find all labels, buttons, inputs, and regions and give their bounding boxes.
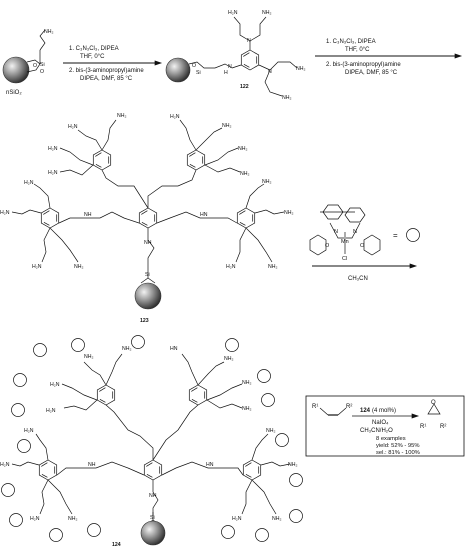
compound-124-catalyst: NH₂ NH₂ H₂N H₂N HN NH₂ NH₂ NH₂ H₂N H₂N H…	[0, 335, 303, 548]
step1-condition-line: DIPEA, DMF, 85 °C	[80, 76, 133, 82]
oxygen-label: O	[431, 400, 436, 406]
amine-label: H₂N	[226, 264, 236, 270]
amine-label: NH₂	[44, 29, 54, 35]
catalyst-loading: (4 mol%)	[372, 408, 396, 414]
amine-label: HN	[170, 346, 178, 352]
amine-label: NH₂	[266, 428, 276, 434]
amine-label: NH₂	[240, 171, 250, 177]
compound-122: O Si H N N N H₂N NH₂ NH₂ NH₂ 122	[165, 10, 306, 101]
amine-label: NH	[149, 493, 157, 499]
nitrogen-label: N	[228, 64, 232, 70]
selectivity-range: sel.: 81% - 100%	[376, 450, 420, 456]
amine-label: NH₂	[117, 113, 127, 119]
r2-label: R²	[440, 424, 446, 430]
amine-label: NH	[88, 462, 96, 468]
amine-label: H₂N	[68, 124, 78, 130]
compound-number-123: 123	[140, 318, 149, 324]
nitrogen-label: N	[247, 38, 251, 44]
amine-label: NH	[84, 212, 92, 218]
step1-condition-line: THF, 0°C	[80, 54, 105, 60]
amine-label: H₂N	[30, 516, 40, 522]
silicon-label: Si	[40, 62, 45, 68]
step1-reagent-line: 1. C₃N₃Cl₃, DIPEA	[69, 46, 119, 52]
step1-reagent-line: 2. bis-(3-aminopropyl)amine	[69, 68, 144, 74]
step2-reagent-line: 1. C₃N₃Cl₃, DIPEA	[326, 39, 376, 45]
silicon-label: Si	[150, 515, 155, 521]
step2-condition-line: THF, 0°C	[345, 47, 370, 53]
oxygen-label: O	[33, 63, 37, 69]
equals-sign: =	[393, 231, 398, 240]
oxygen-label: O	[40, 69, 44, 75]
hydrogen-label: H	[224, 70, 228, 76]
step3-arrow: Mn O O N N Cl = CH₃CN	[309, 204, 420, 282]
amine-label: H₂N	[232, 516, 242, 522]
amine-label: NH₂	[224, 356, 234, 362]
amine-label: NH₂	[222, 123, 232, 129]
amine-label: H₂N	[24, 428, 34, 434]
amine-label: NH₂	[284, 210, 294, 216]
compound-number-124: 124	[112, 542, 121, 548]
oxygen-label: O	[325, 243, 330, 249]
solvent-label: CH₃CN/H₂O	[360, 428, 393, 434]
step3-solvent: CH₃CN	[348, 276, 368, 282]
amine-label: NH₂	[262, 10, 272, 16]
amine-label: NH₂	[238, 146, 248, 152]
amine-label: NH₂	[242, 380, 252, 386]
nitrogen-label: N	[353, 229, 357, 235]
amine-label: NH₂	[288, 462, 298, 468]
amine-label: H₂N	[50, 382, 60, 388]
amine-label: H₂N	[32, 264, 42, 270]
r1-label: R¹	[312, 404, 318, 410]
amine-label: H₂N	[228, 10, 238, 16]
step2-reagent-line: 2. bis-(3-aminopropyl)amine	[326, 62, 401, 68]
silica-nanoparticle-start: O O Si NH₂ nSiO₂	[2, 29, 54, 96]
silicon-label: Si	[145, 272, 150, 278]
nitrogen-label: N	[268, 69, 272, 75]
examples-count: 8 examples	[376, 436, 406, 442]
amine-label: NH₂	[242, 406, 252, 412]
yield-range: yield: 52% - 95%	[376, 443, 420, 449]
mn-salen-structure: Mn O O N N Cl	[309, 204, 381, 262]
amine-label: H₂N	[0, 462, 10, 468]
amine-label: NH₂	[268, 264, 278, 270]
catalyst-number: 124	[360, 408, 371, 414]
amine-label: H₂N	[170, 114, 180, 120]
step2-arrow: 1. C₃N₃Cl₃, DIPEA THF, 0°C 2. bis-(3-ami…	[315, 39, 463, 76]
oxygen-label: O	[192, 63, 196, 69]
amine-label: HN	[200, 212, 208, 218]
amine-label: NH₂	[74, 264, 84, 270]
nitrogen-label: N	[334, 229, 338, 235]
amine-label: HN	[206, 462, 214, 468]
chlorine-label: Cl	[342, 256, 347, 262]
compound-123-dendrimer: NH₂ H₂N H₂N H₂N H₂N NH₂ NH₂ NH₂ H₂N H₂N …	[0, 113, 294, 324]
amine-label: NH₂	[122, 346, 132, 352]
amine-label: NH₂	[296, 66, 306, 72]
amine-label: NH₂	[68, 516, 78, 522]
svg-text:124(4 mol%): 124(4 mol%)	[360, 408, 396, 414]
compound-number-122: 122	[240, 84, 249, 90]
r1-label: R¹	[420, 424, 426, 430]
amine-label: NH₂	[262, 179, 272, 185]
step2-condition-line: DIPEA, DMF, 85 °C	[345, 70, 398, 76]
amine-label: NH	[144, 240, 152, 246]
amine-label: H₂N	[46, 408, 56, 414]
amine-label: NH₂	[272, 516, 282, 522]
amine-label: NH₂	[282, 95, 292, 101]
epoxide-structure: O R¹ R²	[420, 400, 446, 430]
amine-label: NH₂	[84, 354, 94, 360]
step1-arrow: 1. C₃N₃Cl₃, DIPEA THF, 0°C 2. bis-(3-ami…	[63, 46, 163, 82]
silicon-label: Si	[196, 70, 201, 76]
nsio2-label: nSiO₂	[6, 90, 22, 96]
amine-label: H₂N	[48, 146, 58, 152]
epoxidation-box: R¹ R² 124(4 mol%) NaIO₄ CH₃CN/H₂O O R¹ R…	[305, 395, 465, 457]
r2-label: R²	[346, 404, 352, 410]
oxidant-label: NaIO₄	[372, 420, 389, 426]
amine-label: H₂N	[48, 170, 58, 176]
amine-label: H₂N	[0, 210, 10, 216]
amine-label: H₂N	[24, 180, 34, 186]
manganese-label: Mn	[341, 239, 349, 245]
alkene-structure: R¹ R²	[312, 404, 352, 416]
oxygen-label: O	[360, 243, 365, 249]
